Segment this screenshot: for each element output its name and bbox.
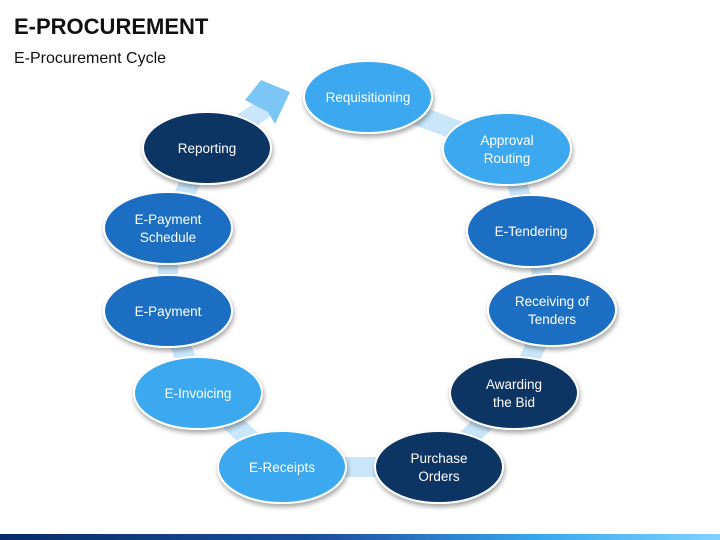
cycle-step-label: Approval xyxy=(480,133,533,148)
cycle-step-1: Requisitioning xyxy=(303,60,433,134)
cycle-step-label: Requisitioning xyxy=(326,90,411,105)
cycle-step-8: E-Invoicing xyxy=(133,356,263,430)
cycle-step-label: Routing xyxy=(484,151,531,166)
bottom-accent-bar xyxy=(0,534,720,540)
cycle-step-3: E-Tendering xyxy=(466,194,596,268)
cycle-step-label: E-Payment xyxy=(135,304,202,319)
cycle-step-ellipse xyxy=(449,356,579,430)
cycle-step-5: Awarding the Bid xyxy=(449,356,579,430)
cycle-step-ellipse xyxy=(303,60,433,134)
cycle-step-ellipse xyxy=(217,430,347,504)
cycle-step-label: Purchase xyxy=(410,451,467,466)
cycle-step-label: Schedule xyxy=(140,230,196,245)
cycle-step-label: E-Receipts xyxy=(249,460,315,475)
cycle-step-label: Receiving of xyxy=(515,294,590,309)
page-title: E-PROCUREMENT xyxy=(14,14,209,39)
cycle-step-ellipse xyxy=(466,194,596,268)
cycle-nodes: RequisitioningApprovalRoutingE-Tendering… xyxy=(103,60,617,504)
cycle-arrowhead-icon xyxy=(245,80,290,124)
cycle-step-label: E-Payment xyxy=(135,212,202,227)
cycle-step-label: Reporting xyxy=(178,141,237,156)
cycle-step-9: E-Payment xyxy=(103,274,233,348)
cycle-step-label: the Bid xyxy=(493,395,535,410)
cycle-step-4: Receiving of Tenders xyxy=(487,273,617,347)
page-subtitle: E-Procurement Cycle xyxy=(14,50,167,67)
cycle-step-ellipse xyxy=(442,112,572,186)
cycle-step-ellipse xyxy=(374,430,504,504)
cycle-step-label: E-Invoicing xyxy=(165,386,232,401)
cycle-step-ellipse xyxy=(133,356,263,430)
cycle-step-ellipse xyxy=(103,191,233,265)
cycle-step-7: E-Receipts xyxy=(217,430,347,504)
cycle-step-label: E-Tendering xyxy=(495,224,568,239)
cycle-step-label: Awarding xyxy=(486,377,542,392)
cycle-step-label: Tenders xyxy=(528,312,576,327)
cycle-step-ellipse xyxy=(142,111,272,185)
cycle-step-ellipse xyxy=(487,273,617,347)
cycle-step-11: Reporting xyxy=(142,111,272,185)
cycle-step-ellipse xyxy=(103,274,233,348)
cycle-step-label: Orders xyxy=(418,469,460,484)
